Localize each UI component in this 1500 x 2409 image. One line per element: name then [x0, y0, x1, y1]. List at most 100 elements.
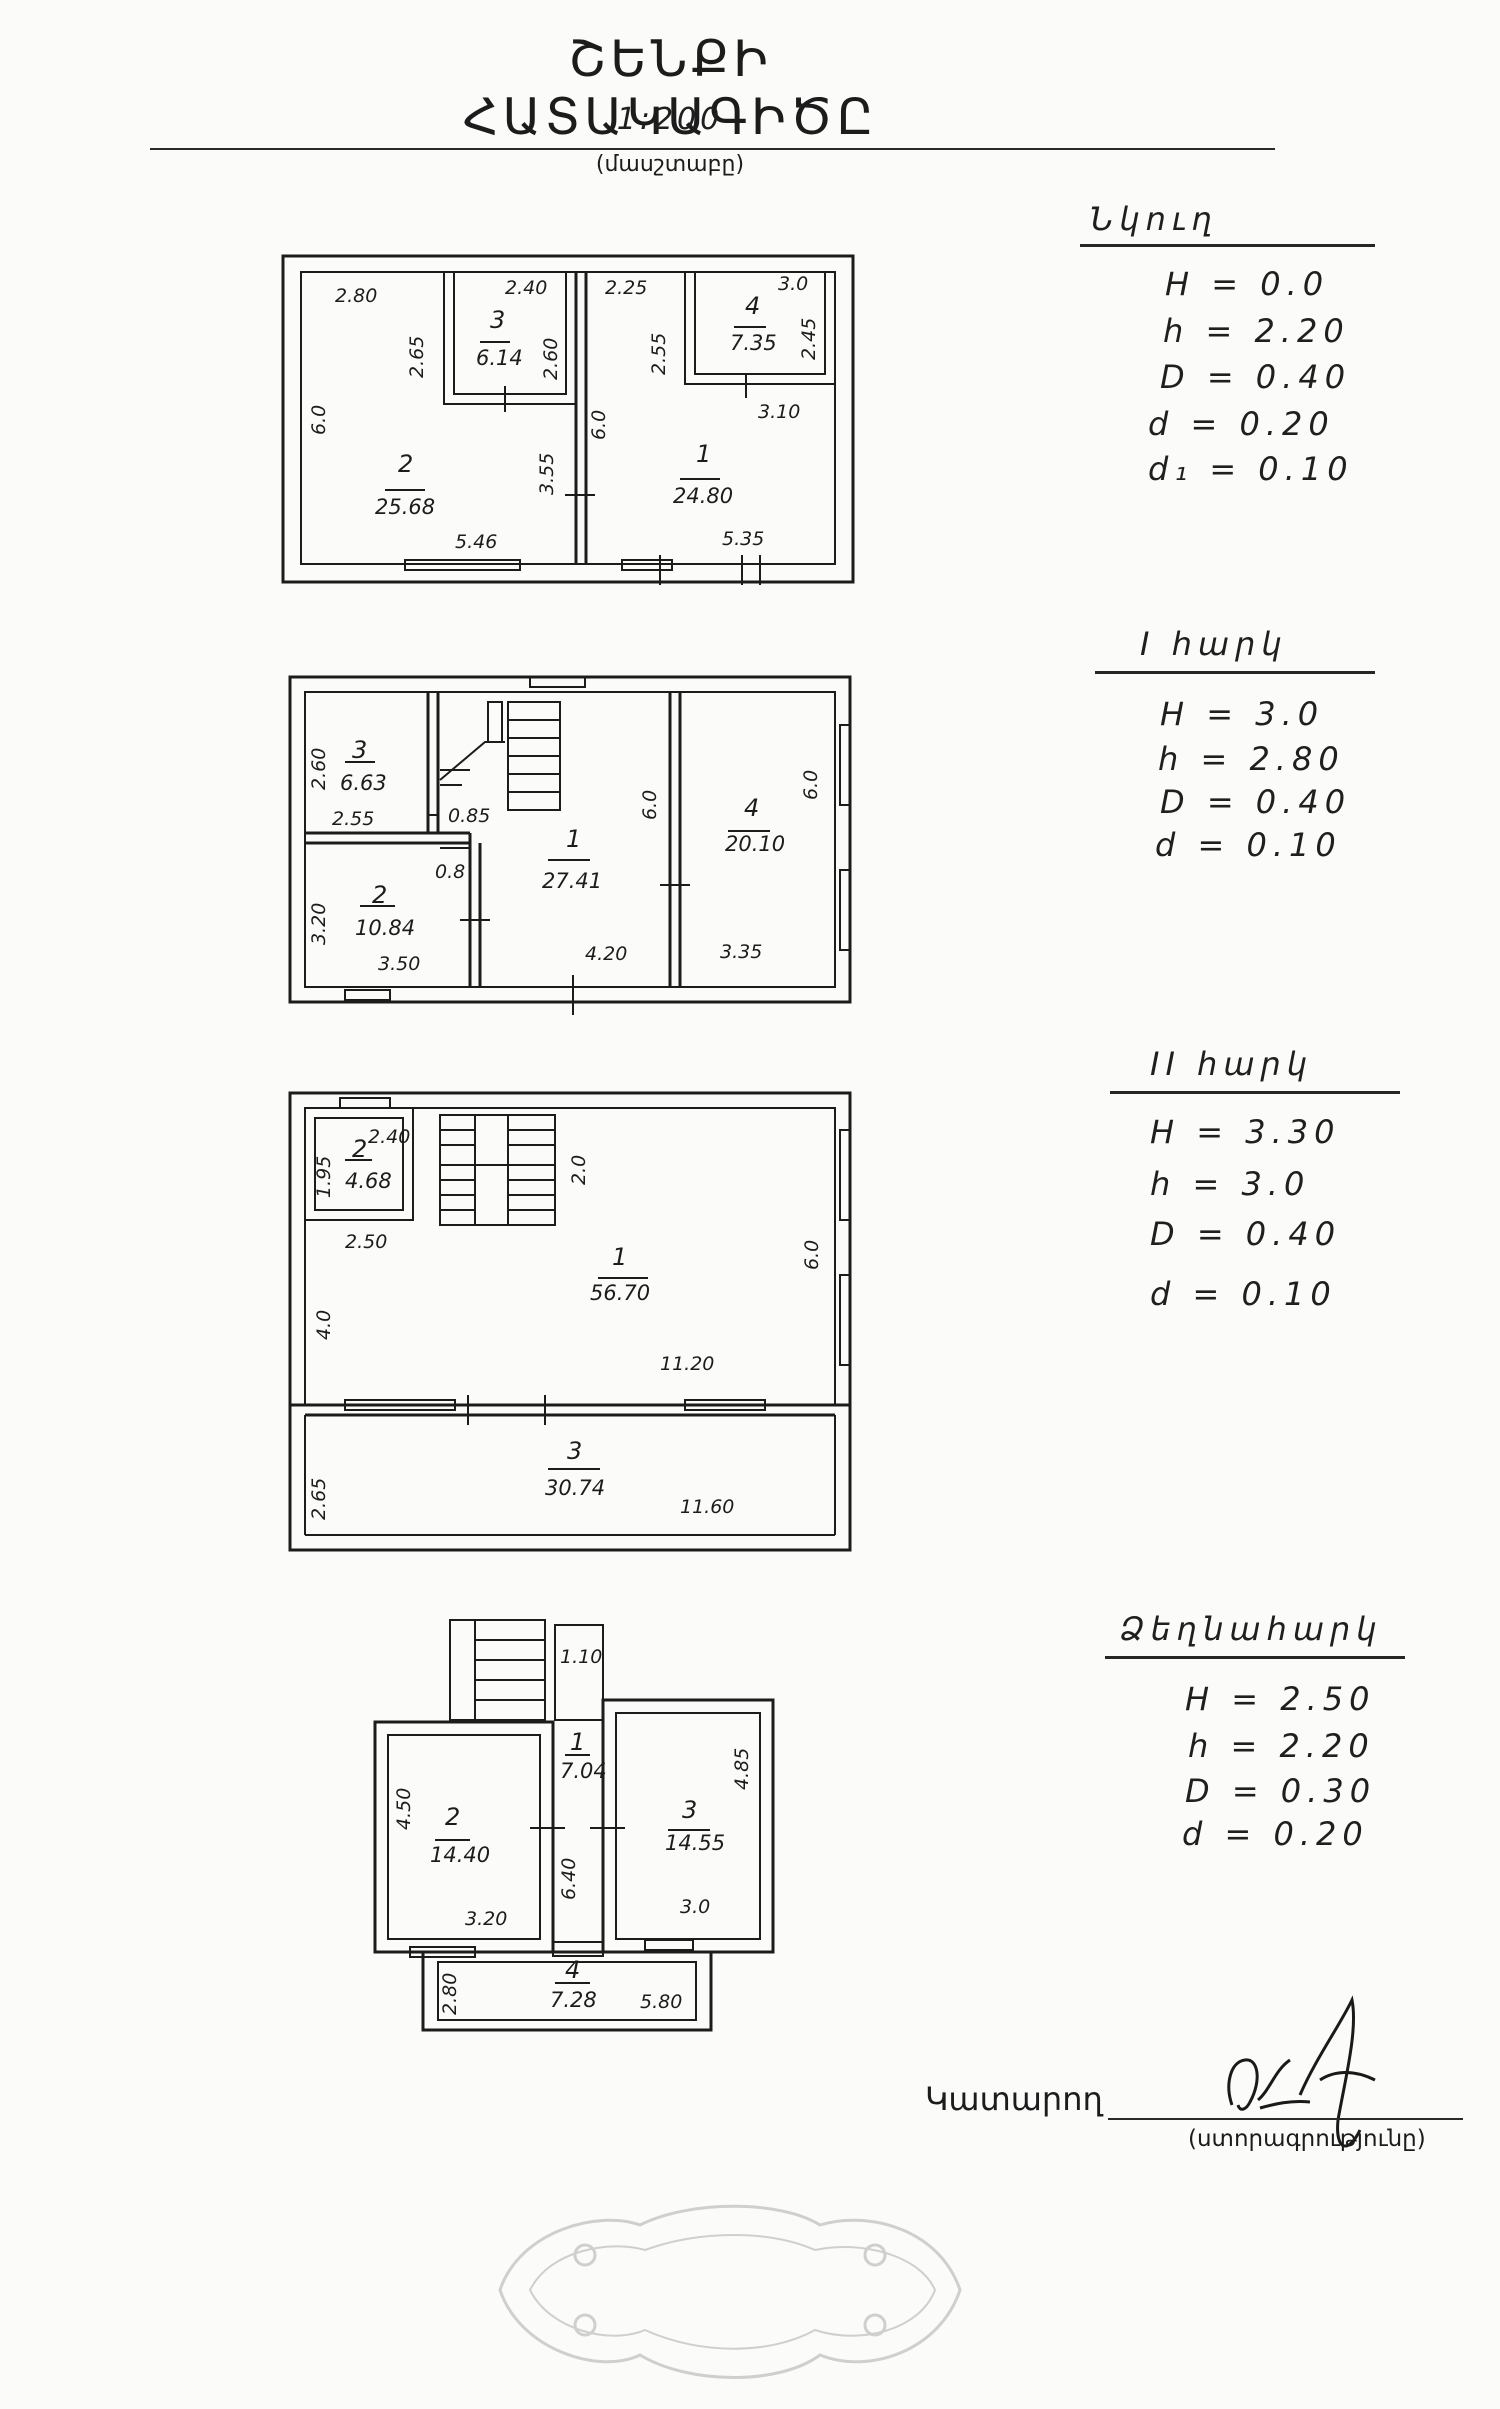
dimension-label: 3.50 — [378, 953, 420, 975]
room-area: 6.14 — [476, 346, 523, 370]
dimension-label: 4.50 — [393, 1788, 415, 1830]
basement-param-D: D = 0.40 — [1160, 358, 1352, 396]
dimension-label: 1.10 — [560, 1646, 602, 1668]
dimension-label: 0.85 — [448, 805, 490, 827]
basement-labels: 2.80 2.40 2.25 3.0 2.65 2.60 2.55 2.45 6… — [308, 273, 820, 553]
basement-title-underline — [1080, 244, 1375, 247]
attic-title-underline — [1105, 1656, 1405, 1659]
dimension-label: 3.0 — [778, 273, 808, 295]
second-floor-title: II հարկ — [1150, 1045, 1314, 1083]
second-floor-param-h: h = 3.0 — [1150, 1165, 1311, 1203]
dimension-label: 3.20 — [308, 903, 330, 945]
basement-window — [404, 559, 521, 571]
dimension-label: 2.65 — [308, 1478, 330, 1520]
dimension-label: 2.50 — [345, 1231, 387, 1253]
room-number: 3 — [352, 736, 367, 764]
dimension-label: 2.80 — [335, 285, 377, 307]
stamp-ornament — [498, 2204, 962, 2379]
room-area: 56.70 — [590, 1281, 650, 1305]
scale-caption: (մասշտաբը) — [595, 152, 745, 177]
dimension-label: 2.25 — [605, 277, 647, 299]
attic-window — [644, 1939, 694, 1951]
dimension-label: 2.80 — [439, 1973, 461, 2015]
room-area: 30.74 — [545, 1476, 605, 1500]
title-underline — [150, 148, 1275, 150]
room-number: 4 — [565, 1956, 580, 1984]
room-area: 6.63 — [340, 771, 387, 795]
first-floor-param-h: h = 2.80 — [1158, 740, 1345, 778]
first-floor-window — [344, 989, 391, 1001]
basement-param-h: h = 2.20 — [1163, 312, 1350, 350]
room-area: 24.80 — [673, 484, 733, 508]
second-floor-plan — [288, 1091, 852, 1552]
dimension-label: 2.40 — [368, 1126, 410, 1148]
room-number: 2 — [445, 1803, 460, 1831]
attic-param-H: H = 2.50 — [1185, 1680, 1376, 1718]
attic-param-D: D = 0.30 — [1185, 1772, 1377, 1810]
dimension-label: 6.0 — [800, 770, 822, 800]
room-area: 4.68 — [345, 1169, 392, 1193]
signature-line — [1108, 2118, 1463, 2120]
room-number: 3 — [490, 306, 505, 334]
second-floor-stair — [439, 1114, 556, 1226]
attic-stair — [449, 1619, 546, 1721]
dimension-label: 3.35 — [720, 941, 762, 963]
sheet-title: ՇԵՆՔԻ ՀԱՏԱԿԱԳԻԾԸ — [462, 30, 878, 146]
dimension-label: 2.60 — [308, 748, 330, 790]
attic-room-2-wall — [373, 1720, 555, 1954]
dimension-label: 3.20 — [465, 1908, 507, 1930]
basement-outer-wall — [281, 254, 855, 584]
dimension-label: 2.45 — [798, 318, 820, 360]
room-area: 7.04 — [560, 1759, 607, 1783]
attic-title: Ձեղնահարկ — [1120, 1610, 1383, 1648]
room-area: 10.84 — [355, 916, 415, 940]
dimension-label: 4.20 — [585, 943, 627, 965]
second-floor-window — [839, 1129, 851, 1221]
second-floor-title-underline — [1110, 1091, 1400, 1094]
dimension-label: 0.8 — [435, 861, 465, 883]
second-floor-window — [684, 1399, 766, 1411]
room-number: 1 — [570, 1728, 585, 1756]
dimension-label: 2.55 — [648, 333, 670, 375]
room-area: 14.40 — [430, 1843, 490, 1867]
dimension-label: 2.65 — [406, 336, 428, 378]
dimension-label: 1.95 — [313, 1156, 335, 1198]
room-number: 1 — [566, 825, 581, 853]
second-floor-window — [339, 1097, 391, 1109]
first-floor-param-D: D = 0.40 — [1160, 783, 1352, 821]
signature-caption: (ստորագրությունը) — [1188, 2126, 1426, 2152]
room-area: 7.35 — [730, 331, 777, 355]
dimension-label: 3.10 — [758, 401, 800, 423]
dimension-label: 6.0 — [801, 1240, 823, 1270]
room-area: 14.55 — [665, 1831, 725, 1855]
room-area: 7.28 — [550, 1988, 597, 2012]
dimension-label: 6.40 — [558, 1858, 580, 1900]
dimension-label: 4.85 — [731, 1748, 753, 1790]
attic-param-h: h = 2.20 — [1188, 1727, 1375, 1765]
first-floor-title: I հարկ — [1140, 625, 1288, 663]
dimension-label: 3.55 — [536, 453, 558, 495]
dimension-label: 4.0 — [313, 1310, 335, 1340]
second-floor-window — [344, 1399, 456, 1411]
scale-value: 1:200 — [616, 102, 724, 137]
basement-title: Նկուղ — [1090, 200, 1219, 238]
first-floor-window — [839, 724, 851, 806]
first-floor-window — [839, 869, 851, 951]
dimension-label: 6.0 — [308, 405, 330, 435]
first-floor-window — [529, 676, 586, 688]
dimension-label: 11.20 — [660, 1353, 714, 1375]
dimension-label: 2.40 — [505, 277, 547, 299]
room-number: 2 — [372, 881, 387, 909]
attic-gallery — [421, 1950, 713, 2032]
second-floor-param-H: H = 3.30 — [1150, 1113, 1341, 1151]
room-number: 1 — [612, 1243, 627, 1271]
room-number: 3 — [567, 1437, 582, 1465]
dimension-label: 5.46 — [455, 531, 497, 553]
attic-plan — [373, 1619, 775, 2032]
dimension-label: 6.0 — [639, 790, 661, 820]
attic-param-d: d = 0.20 — [1182, 1815, 1369, 1853]
attic-window — [409, 1946, 476, 1958]
first-floor-title-underline — [1095, 671, 1375, 674]
